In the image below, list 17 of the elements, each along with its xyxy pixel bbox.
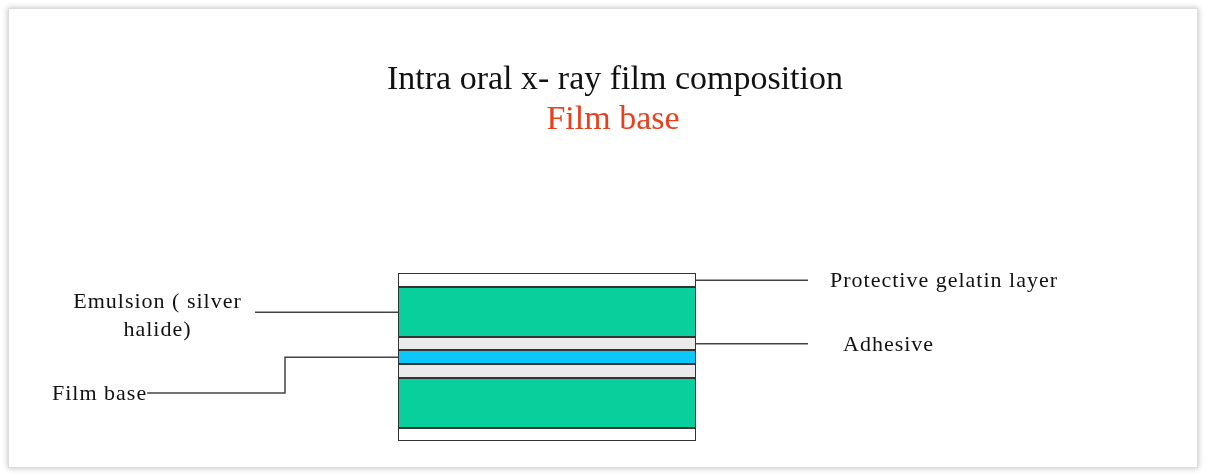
film-layer — [398, 428, 696, 442]
subtitle: Film base — [545, 98, 681, 138]
layer-label: Protective gelatin layer — [808, 266, 1158, 294]
film-layer — [398, 378, 696, 429]
leader-line — [695, 343, 809, 345]
layer-label: Emulsion ( silver halide) — [60, 287, 255, 345]
layer-label: Adhesive — [808, 330, 1008, 358]
film-layer — [398, 287, 696, 338]
film-layer — [398, 364, 696, 379]
film-layer — [398, 350, 696, 365]
leader-line — [254, 311, 399, 313]
leader-line — [695, 279, 809, 281]
layer-label: Film base — [52, 379, 148, 407]
film-layer — [398, 337, 696, 351]
title: Intra oral x- ray film composition — [385, 58, 844, 98]
film-layer — [398, 273, 696, 288]
leader-line — [146, 356, 399, 394]
